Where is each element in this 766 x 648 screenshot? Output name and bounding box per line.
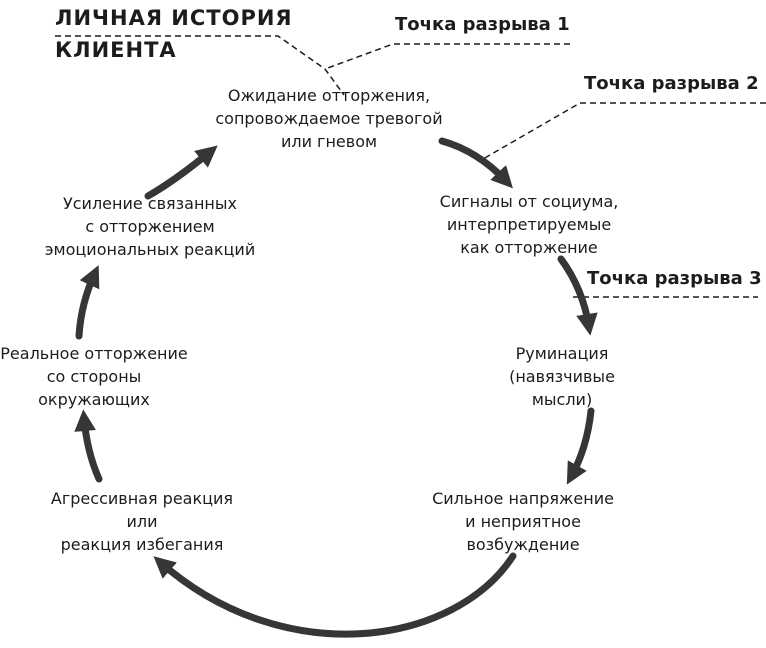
break-point-2-label: Точка разрыва 2 bbox=[584, 73, 759, 94]
cycle-node-reinforcement: Усиление связанных с отторжением эмоцион… bbox=[44, 194, 256, 259]
arrow-tension-to-aggression-icon bbox=[153, 552, 517, 638]
arrow-reinforcement-to-expectation-icon bbox=[144, 145, 218, 200]
cycle-node-tension: Сильное напряжение и неприятное возбужде… bbox=[432, 489, 614, 554]
arrow-signals-to-rumination-icon bbox=[557, 255, 598, 336]
callout-line-title bbox=[55, 35, 345, 96]
break-point-3-label: Точка разрыва 3 bbox=[587, 268, 762, 289]
callout-line-break-2 bbox=[482, 102, 766, 160]
cycle-node-signals: Сигналы от социума, интерпретируемые как… bbox=[439, 192, 619, 257]
cycle-node-real-rejection: Реальное отторжение со стороны окружающи… bbox=[0, 344, 188, 409]
diagram-title: ЛИЧНАЯ ИСТОРИЯ КЛИЕНТА bbox=[55, 6, 293, 62]
arrow-aggression-to-real-rejection-icon bbox=[74, 409, 103, 483]
callout-line-break-1 bbox=[324, 43, 570, 70]
cycle-node-aggression: Агрессивная реакция или реакция избегани… bbox=[50, 489, 234, 554]
cycle-node-expectation: Ожидание отторжения, сопровождаемое трев… bbox=[215, 86, 443, 151]
arrow-rumination-to-tension-icon bbox=[566, 407, 595, 485]
cycle-node-rumination: Руминация (навязчивые мысли) bbox=[509, 344, 615, 409]
arrow-real-rejection-to-reinforcement-icon bbox=[75, 265, 100, 340]
break-point-1-label: Точка разрыва 1 bbox=[395, 14, 570, 35]
arrow-expectation-to-signals-icon bbox=[438, 137, 513, 189]
